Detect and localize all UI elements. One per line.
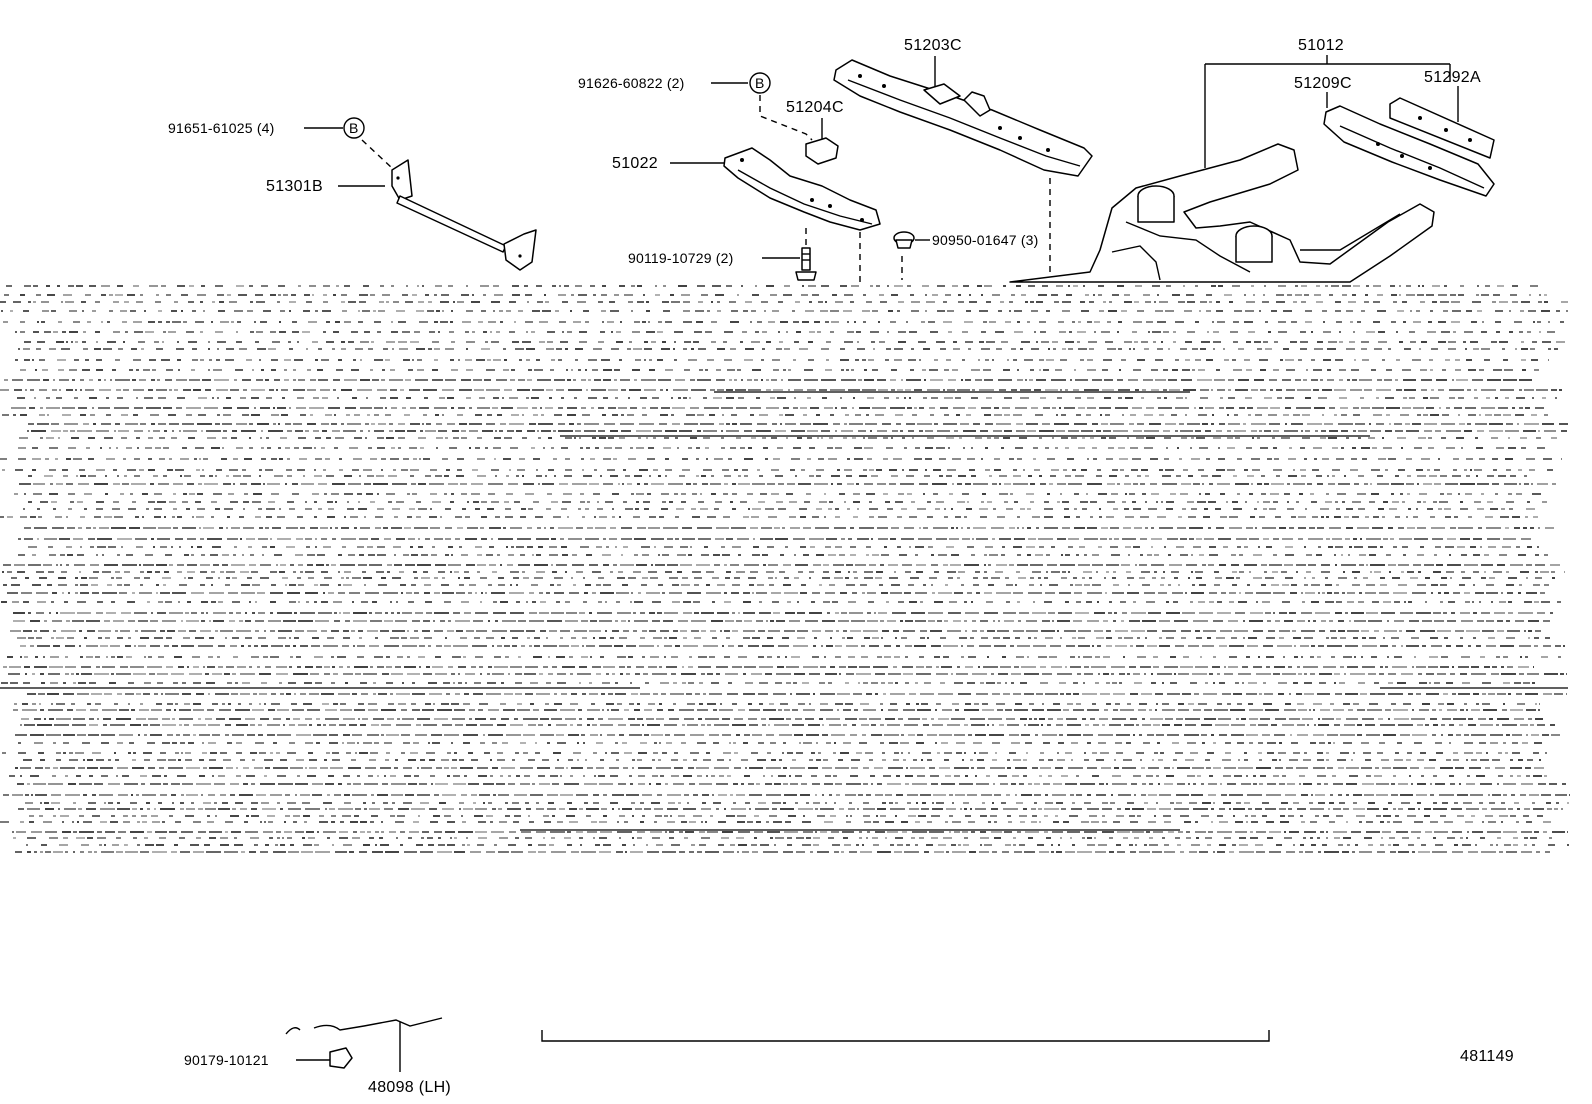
bracket-51204c-part <box>806 138 838 164</box>
label-51203c: 51203C <box>904 37 962 54</box>
label-90119-10729: 90119-10729 (2) <box>628 250 733 266</box>
bolt-90119-part <box>796 248 816 280</box>
marker-b-letter-2: B <box>755 75 765 91</box>
label-51204c: 51204C <box>786 99 844 116</box>
label-90950-01647: 90950-01647 (3) <box>932 232 1039 248</box>
brace-51301b-part <box>392 160 536 270</box>
label-51301b: 51301B <box>266 178 323 195</box>
label-91651-61025: 91651-61025 (4) <box>168 120 275 136</box>
label-51022: 51022 <box>612 155 658 172</box>
label-51292a: 51292A <box>1424 69 1481 86</box>
grommet-90950-part <box>894 232 914 248</box>
marker-b-letter-1: B <box>349 120 359 136</box>
rail-51203c-part <box>834 60 1092 176</box>
scan-noise-band <box>0 286 1570 852</box>
crossmember-51022-part <box>724 148 880 230</box>
label-91626-60822: 91626-60822 (2) <box>578 75 685 91</box>
brace-51301b-group: 91651-61025 (4) B 51301B <box>168 118 536 270</box>
dash-b1 <box>362 140 392 168</box>
label-51012: 51012 <box>1298 37 1344 54</box>
label-51209c: 51209C <box>1294 75 1352 92</box>
